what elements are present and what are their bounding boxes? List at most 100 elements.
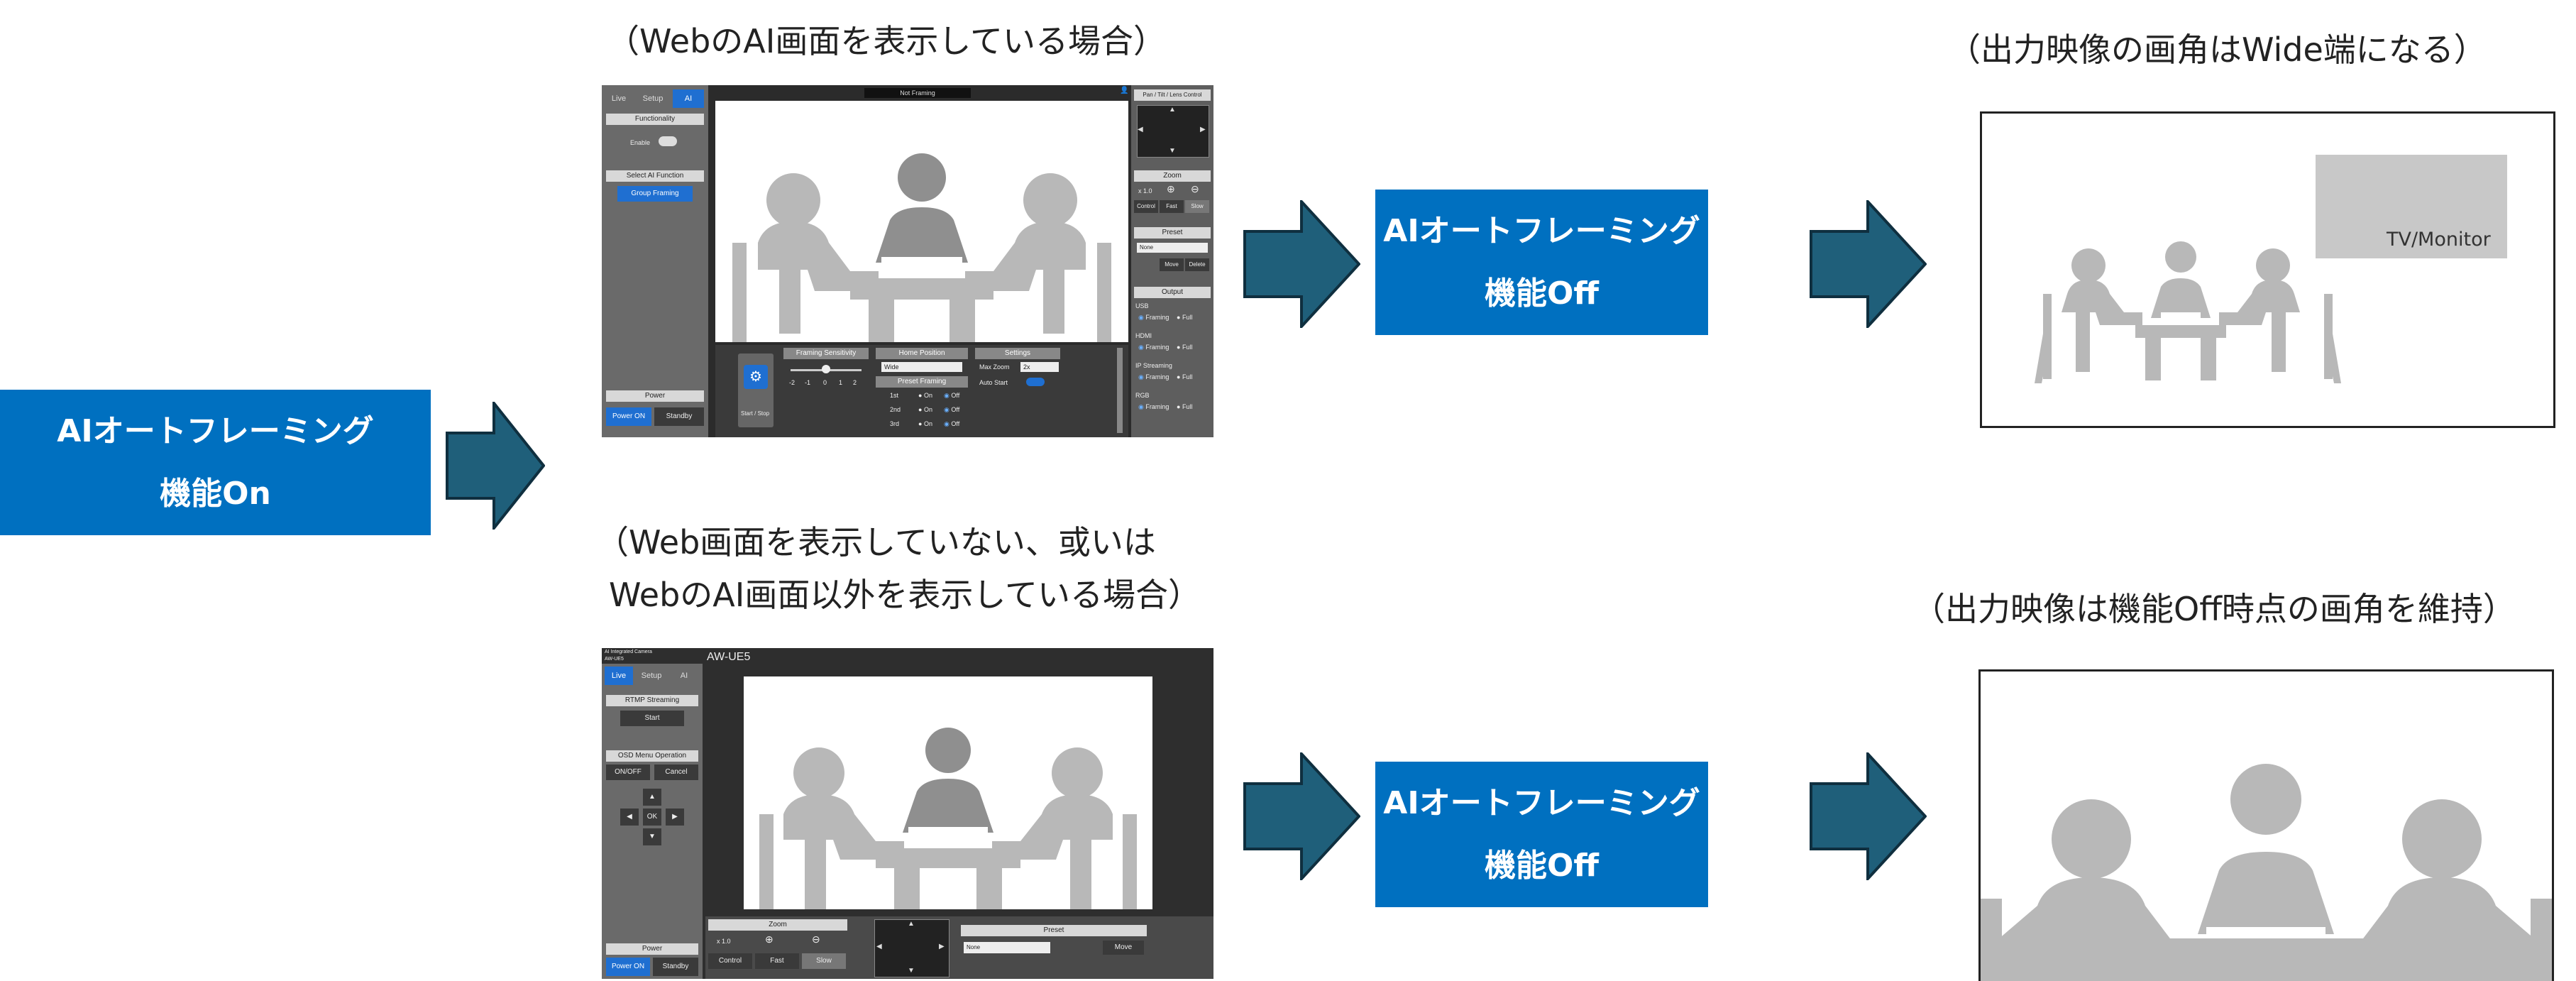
- meeting-people-icon: [1981, 764, 2552, 981]
- preset-on-label: On: [923, 392, 932, 399]
- ai-framing-on-line2: 機能On: [160, 475, 271, 512]
- header-small-title: AI Integrated Camera: [605, 650, 652, 654]
- settings-header: Settings: [975, 348, 1060, 359]
- standby-button[interactable]: Standby: [654, 407, 704, 426]
- preset-on-radio[interactable]: ● On: [918, 406, 932, 413]
- output-full-radio[interactable]: ● Full: [1177, 314, 1193, 321]
- ai-framing-off-box-top: AIオートフレーミング 機能Off: [1375, 190, 1708, 335]
- arrow-down-icon[interactable]: ▼: [908, 967, 915, 975]
- preset-move-button[interactable]: Move: [1103, 941, 1144, 955]
- ptz-pad[interactable]: ▲ ▼ ◀ ▶: [874, 919, 950, 977]
- zoom-control-button[interactable]: Control: [1134, 200, 1158, 213]
- preset-header: Preset: [961, 925, 1147, 936]
- ai-gear-icon: ⚙: [744, 365, 768, 389]
- start-stop-label: Start / Stop: [741, 410, 770, 417]
- standby-button[interactable]: Standby: [653, 958, 698, 976]
- preset-on-label: On: [923, 406, 932, 413]
- ai-screen-screenshot: Live Setup AI Functionality Enable Selec…: [602, 85, 1213, 437]
- output-full-radio[interactable]: ● Full: [1177, 373, 1193, 380]
- power-on-button[interactable]: Power ON: [606, 407, 651, 426]
- zoom-slow-button[interactable]: Slow: [1185, 200, 1209, 213]
- arrow-left-icon[interactable]: ◀: [876, 943, 882, 950]
- osd-right-button[interactable]: ▶: [666, 809, 684, 826]
- home-position-header: Home Position: [876, 348, 968, 359]
- full-label: Full: [1182, 373, 1193, 380]
- output-framing-radio[interactable]: ◉ Framing: [1138, 373, 1169, 380]
- preset-move-button[interactable]: Move: [1160, 258, 1184, 271]
- zoom-value: x 1.0: [717, 938, 731, 945]
- output-framing-radio[interactable]: ◉ Framing: [1138, 344, 1169, 351]
- arrow-up-icon[interactable]: ▲: [908, 920, 915, 928]
- preset-delete-button[interactable]: Delete: [1185, 258, 1209, 271]
- sensitivity-knob[interactable]: [822, 365, 830, 373]
- tab-setup[interactable]: Setup: [641, 672, 662, 680]
- output-full-radio[interactable]: ● Full: [1177, 403, 1193, 410]
- tab-setup[interactable]: Setup: [642, 94, 664, 103]
- live-screen-screenshot: AI Integrated Camera AW-UE5 AW-UE5 Live …: [602, 648, 1213, 979]
- tab-live[interactable]: Live: [611, 94, 627, 103]
- arrow-up-icon[interactable]: ▲: [1169, 106, 1176, 114]
- zoom-slow-button[interactable]: Slow: [802, 953, 846, 969]
- osd-down-button[interactable]: ▼: [643, 828, 661, 845]
- arrow-down-icon[interactable]: ▼: [1169, 147, 1176, 155]
- preset-select[interactable]: None: [964, 942, 1050, 953]
- rtmp-header: RTMP Streaming: [606, 695, 698, 706]
- auto-start-toggle[interactable]: [1026, 378, 1045, 386]
- preset-on-radio[interactable]: ● On: [918, 420, 932, 427]
- osd-up-button[interactable]: ▲: [643, 789, 661, 806]
- output-full-radio[interactable]: ● Full: [1177, 344, 1193, 351]
- preset-row-label: 1st: [890, 392, 899, 399]
- enable-toggle[interactable]: [659, 136, 677, 146]
- max-zoom-select[interactable]: 2x: [1020, 362, 1059, 372]
- home-position-select[interactable]: Wide: [881, 362, 962, 372]
- arrow-left-icon[interactable]: ◀: [1138, 126, 1143, 133]
- sensitivity-tick: 1: [839, 379, 843, 386]
- preset-header: Preset: [1134, 227, 1211, 239]
- ai-right-panel: 👤 Pan / Tilt / Lens Control ▲ ▼ ◀ ▶ Zoom…: [1120, 85, 1213, 437]
- output-framing-radio[interactable]: ◉ Framing: [1138, 314, 1169, 321]
- power-header: Power: [606, 390, 704, 402]
- start-stop-button[interactable]: ⚙ Start / Stop: [738, 354, 774, 427]
- zoom-control-button[interactable]: Control: [708, 953, 752, 969]
- zoom-in-icon[interactable]: ⊕: [765, 933, 774, 945]
- header-small-model: AW-UE5: [605, 657, 624, 662]
- preset-off-label: Off: [951, 406, 960, 413]
- preset-on-radio[interactable]: ● On: [918, 392, 932, 399]
- output-framing-radio[interactable]: ◉ Framing: [1138, 403, 1169, 410]
- ptz-pad[interactable]: ▲ ▼ ◀ ▶: [1137, 105, 1209, 158]
- zoom-in-icon[interactable]: ⊕: [1167, 183, 1175, 194]
- osd-onoff-button[interactable]: ON/OFF: [606, 764, 650, 780]
- preset-row-label: 2nd: [890, 406, 901, 413]
- sensitivity-tick: -1: [805, 379, 811, 386]
- ai-framing-off-top-line1: AIオートフレーミング: [1383, 212, 1700, 249]
- live-video-preview: [744, 676, 1152, 911]
- tab-ai[interactable]: AI: [673, 89, 704, 108]
- rtmp-start-button[interactable]: Start: [620, 711, 684, 726]
- arrow-right-icon[interactable]: ▶: [939, 943, 945, 950]
- arrow-right-icon[interactable]: ▶: [1200, 126, 1206, 133]
- group-framing-button[interactable]: Group Framing: [617, 186, 693, 202]
- preset-select[interactable]: None: [1137, 243, 1208, 253]
- output-hdmi-label: HDMI: [1135, 332, 1152, 339]
- live-title: AW-UE5: [707, 651, 751, 663]
- osd-left-button[interactable]: ◀: [620, 809, 639, 826]
- preset-off-radio[interactable]: ◉ Off: [944, 392, 960, 399]
- tab-live[interactable]: Live: [605, 667, 633, 685]
- ai-framing-off-box-bottom: AIオートフレーミング 機能Off: [1375, 762, 1708, 907]
- panel-scrollbar[interactable]: [1117, 348, 1123, 433]
- preset-off-radio[interactable]: ◉ Off: [944, 406, 960, 413]
- preset-off-radio[interactable]: ◉ Off: [944, 420, 960, 427]
- power-on-button[interactable]: Power ON: [606, 958, 650, 976]
- tab-ai[interactable]: AI: [680, 672, 688, 680]
- bottom-caption-line2: WebのAI画面以外を表示している場合）: [609, 576, 1201, 614]
- zoom-out-icon[interactable]: ⊖: [812, 933, 820, 945]
- osd-ok-button[interactable]: OK: [643, 809, 661, 826]
- osd-cancel-button[interactable]: Cancel: [654, 764, 698, 780]
- zoom-fast-button[interactable]: Fast: [1160, 200, 1184, 213]
- sensitivity-tick: -2: [789, 379, 796, 386]
- zoom-fast-button[interactable]: Fast: [755, 953, 799, 969]
- framing-label: Framing: [1145, 403, 1169, 410]
- zoom-value: x 1.0: [1138, 187, 1152, 194]
- zoom-out-icon[interactable]: ⊖: [1191, 183, 1199, 194]
- preset-off-label: Off: [951, 392, 960, 399]
